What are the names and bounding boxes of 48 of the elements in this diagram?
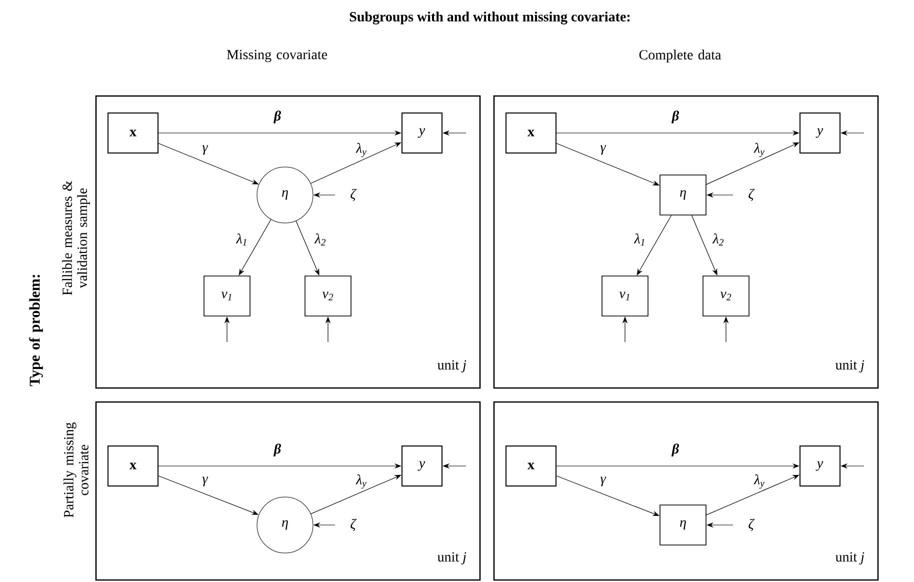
variable-box: v$_{2}$ — [702, 276, 750, 316]
variable-box: x — [506, 446, 556, 486]
variable-box: η — [660, 174, 706, 216]
variable-box: y — [800, 112, 840, 154]
edge-label: γ — [600, 145, 606, 155]
variable-box: v$_{2}$ — [304, 276, 352, 316]
edge-label: β — [274, 110, 281, 124]
edge-label: ζ — [748, 188, 755, 202]
variable-box: y — [402, 446, 442, 486]
row-header: Fallible measures & validation sample — [62, 180, 90, 296]
edge-label: ζ — [350, 188, 357, 202]
edge-label: λ$_{2}$ — [712, 234, 724, 246]
variable-box: x — [108, 112, 158, 154]
unit-label: unitj — [836, 552, 864, 564]
edge-label: ζ — [748, 518, 755, 532]
variable-box: v$_{1}$ — [204, 276, 250, 316]
column-header: Complete data — [639, 50, 722, 62]
edge-label: β — [672, 110, 679, 124]
unit-label: unitj — [836, 360, 864, 372]
arrow — [310, 474, 402, 514]
variable-box: x — [108, 446, 158, 486]
edge-label: λ$_{1}$ — [634, 234, 644, 246]
edge-label: λ$_{y}$ — [356, 474, 366, 489]
variable-box: x — [506, 112, 556, 154]
edge-label: γ — [202, 145, 208, 155]
arrow — [706, 142, 800, 185]
edge-label: λ$_{y}$ — [754, 474, 764, 489]
edge-label: λ$_{y}$ — [356, 142, 366, 158]
row-header: Partially missing covariate — [64, 422, 88, 518]
arrow — [706, 474, 800, 516]
column-header: Missing covariate — [226, 50, 328, 62]
unit-label: unitj — [438, 360, 466, 372]
edge-label: β — [274, 444, 281, 456]
row-axis-title: Type of problem: — [29, 274, 43, 386]
variable-box: y — [800, 446, 840, 486]
edge-label: β — [672, 444, 679, 456]
variable-box: y — [402, 112, 442, 154]
title: Subgroups with and without missing covariate: — [350, 12, 630, 24]
unit-label: unitj — [438, 552, 466, 564]
arrow — [310, 142, 402, 184]
edge-label: λ$_{y}$ — [754, 142, 764, 158]
edge-label: γ — [600, 476, 606, 486]
edge-label: γ — [202, 476, 208, 486]
variable-box: η — [660, 504, 706, 546]
edge-label: ζ — [350, 518, 357, 532]
edge-label: λ$_{2}$ — [314, 234, 326, 246]
variable-box: v$_{1}$ — [602, 276, 648, 316]
edge-label: λ$_{1}$ — [236, 234, 246, 246]
